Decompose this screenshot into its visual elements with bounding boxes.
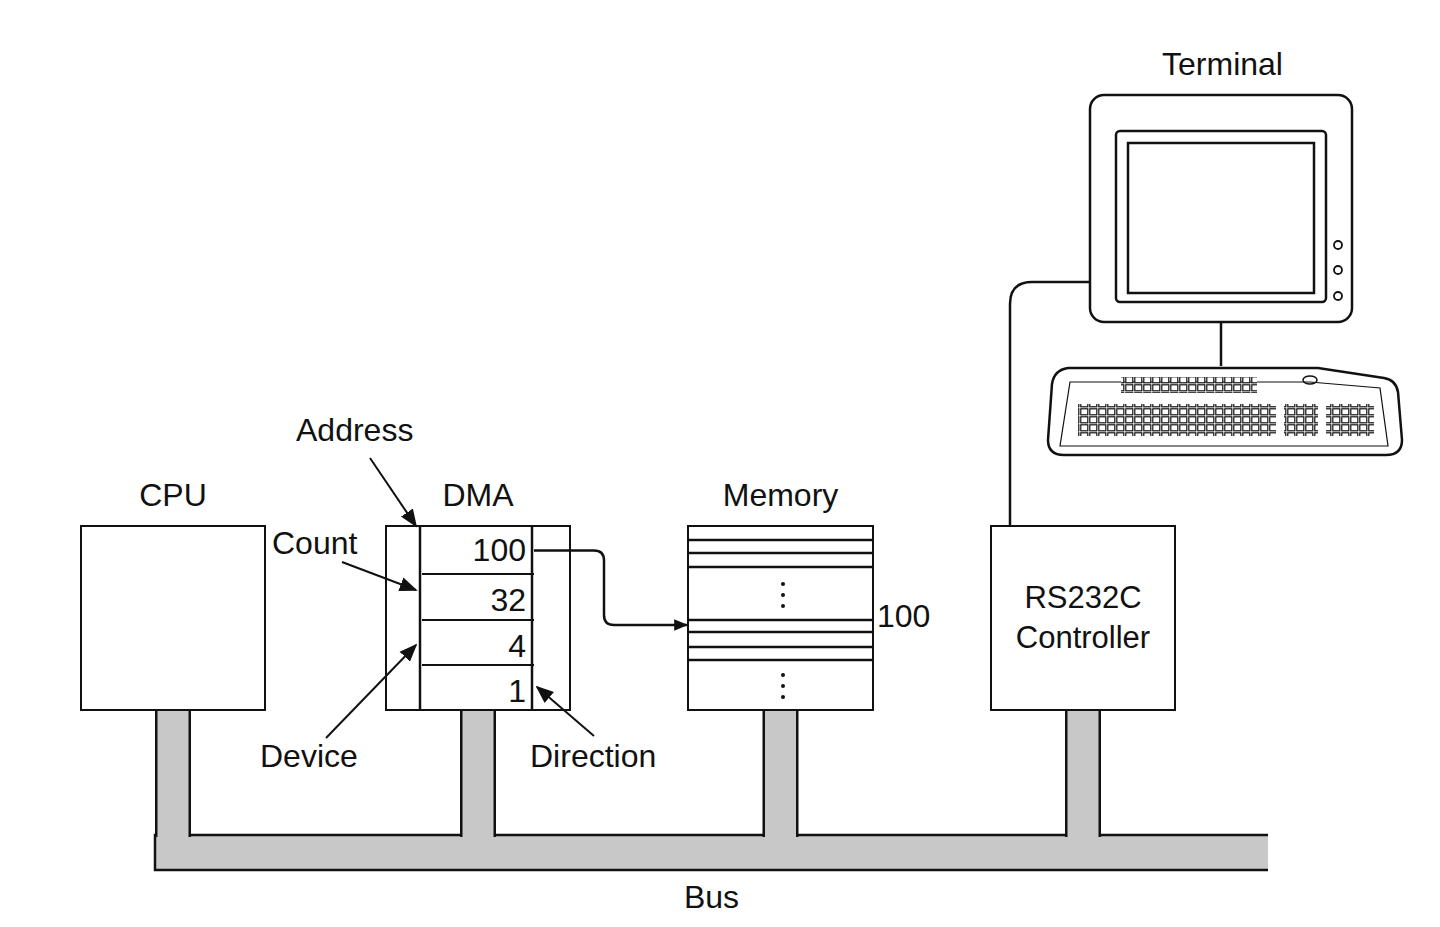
node-text: Terminal [1162,46,1283,83]
connector [173,710,174,838]
connector [1010,282,1090,525]
bus-tap-fill [463,711,494,838]
node-text: 32 [490,582,526,619]
count-register: 32 [422,573,534,626]
bus-tap-outline [1065,710,1101,837]
terminal-illustration [1048,95,1402,455]
bus-tap-fill [765,711,796,838]
bus-tap-fill [1068,711,1099,838]
bus-tap-outline [460,710,496,837]
bus-fill [155,835,1268,870]
terminal-cable [1010,282,1090,525]
node-text: 4 [508,628,526,665]
memory-box: Memory [687,525,874,711]
bus-tap-outline [155,710,191,837]
connector [534,551,687,626]
node-text: DMA [442,477,513,514]
rs232c-controller-box: RS232C Controller [990,525,1176,711]
leader-lines [326,458,594,738]
node-text: CPU [139,477,207,514]
cpu-box: CPU [80,525,266,711]
register-callout: Address [296,412,413,449]
register-callout: Count [272,525,357,562]
direction-register: 1 [422,664,534,717]
register-callout: Device [260,738,358,775]
terminal-node: Terminal [1090,40,1355,325]
node-text: 100 [473,532,526,569]
bus-band [155,835,1268,870]
bus-tap-fill [158,711,189,838]
dma-register-frame [420,525,532,710]
node-text: 1 [508,673,526,710]
node-text: Bus [684,879,739,916]
memory-address-label: 100 [877,598,930,635]
memory-cells [687,540,873,660]
bus-tap-outline [763,710,799,837]
connector [478,710,479,838]
node-text: Memory [723,477,839,514]
connector [780,710,781,838]
address-register: 100 [422,528,534,573]
dma-controller-box: DMA1003241 [385,525,571,711]
memory-ellipsis [781,582,785,699]
system-bus: Bus [155,835,1268,870]
node-text: RS232C Controller [992,578,1174,659]
address-pointer [534,551,687,626]
register-callout: Direction [530,738,656,775]
bus-outline [155,835,1268,870]
connector [1083,710,1084,838]
